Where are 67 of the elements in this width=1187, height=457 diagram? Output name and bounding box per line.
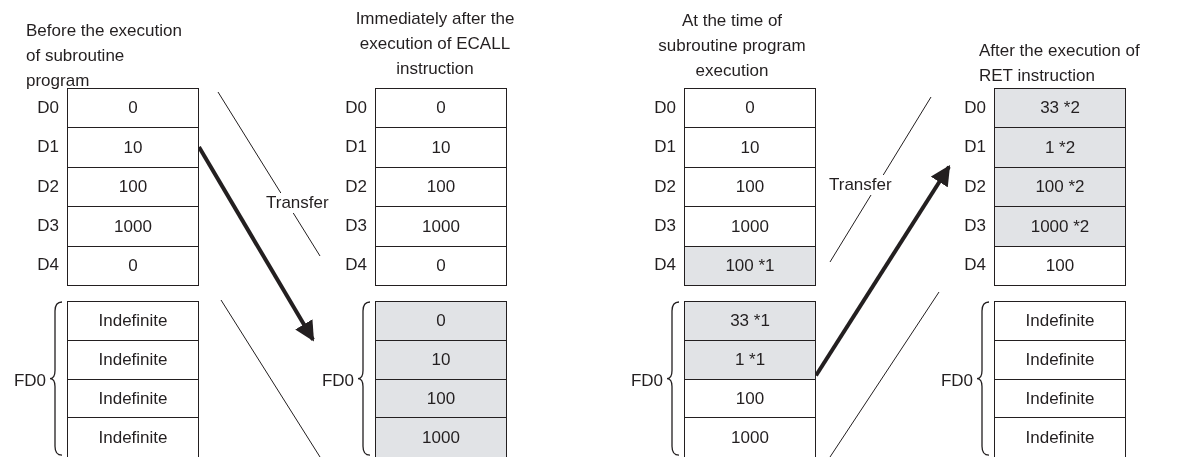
column-heading: At the time of subroutine program execution [657,10,807,82]
register-cell: Indefinite [67,339,199,381]
register-label: D4 [37,255,59,276]
register-label: FD0 [940,370,973,391]
register-cell: 0 [375,88,507,129]
register-cell: 1000 *2 [994,206,1126,248]
edge-label: Transfer [828,175,893,195]
register-cell: 33 *2 [994,88,1126,129]
register-cell: 10 [684,127,816,169]
register-cell: 100 [67,166,199,208]
register-label: FD0 [321,370,354,391]
register-label: D4 [654,255,676,276]
register-label: D2 [654,176,676,197]
arrow [814,165,951,377]
register-label: D3 [654,215,676,236]
register-cell: 100 [375,166,507,208]
register-label: FD0 [630,370,663,391]
register-cell: 33 *1 [684,301,816,342]
register-label: D3 [345,215,367,236]
register-cell: 1 *2 [994,127,1126,169]
register-cell: 1000 [375,417,507,457]
register-cell: Indefinite [994,339,1126,381]
edge-label: Transfer [265,193,330,213]
register-cell: 10 [375,127,507,169]
register-label: D4 [345,255,367,276]
register-cell: 10 [67,127,199,169]
register-label: D2 [37,176,59,197]
register-label: D4 [964,255,986,276]
register-cell: 1000 [684,417,816,457]
register-label: D0 [37,97,59,118]
register-cell: 0 [67,245,199,287]
register-label: D0 [654,97,676,118]
register-cell: Indefinite [67,417,199,457]
register-cell: 0 [684,88,816,129]
register-cell: Indefinite [994,301,1126,342]
register-cell: 1000 [375,206,507,248]
register-label: D0 [345,97,367,118]
register-cell: 100 *2 [994,166,1126,208]
register-cell: 1000 [684,206,816,248]
arrow [197,146,315,342]
register-cell: 0 [375,301,507,342]
register-label: D1 [345,137,367,158]
register-cell: Indefinite [994,378,1126,419]
register-label: D2 [964,176,986,197]
register-cell: 100 [684,166,816,208]
register-cell: Indefinite [994,417,1126,457]
register-cell: 100 [684,378,816,419]
register-label: D3 [37,215,59,236]
register-cell: 100 [375,378,507,419]
register-cell: 0 [375,245,507,287]
register-label: FD0 [13,370,46,391]
register-cell: 1 *1 [684,339,816,381]
register-cell: 0 [67,88,199,129]
register-label: D3 [964,215,986,236]
register-label: D1 [654,137,676,158]
register-label: D0 [964,97,986,118]
column-heading: After the execution of RET instruction [979,40,1141,87]
register-cell: 10 [375,339,507,381]
register-label: D1 [964,137,986,158]
register-cell: Indefinite [67,378,199,419]
column-heading: Immediately after the execution of ECALL instruction [354,8,516,80]
register-cell: 100 *1 [684,245,816,287]
register-label: D1 [37,137,59,158]
register-label: D2 [345,176,367,197]
register-cell: 100 [994,245,1126,287]
register-cell: Indefinite [67,301,199,342]
register-cell: 1000 [67,206,199,248]
